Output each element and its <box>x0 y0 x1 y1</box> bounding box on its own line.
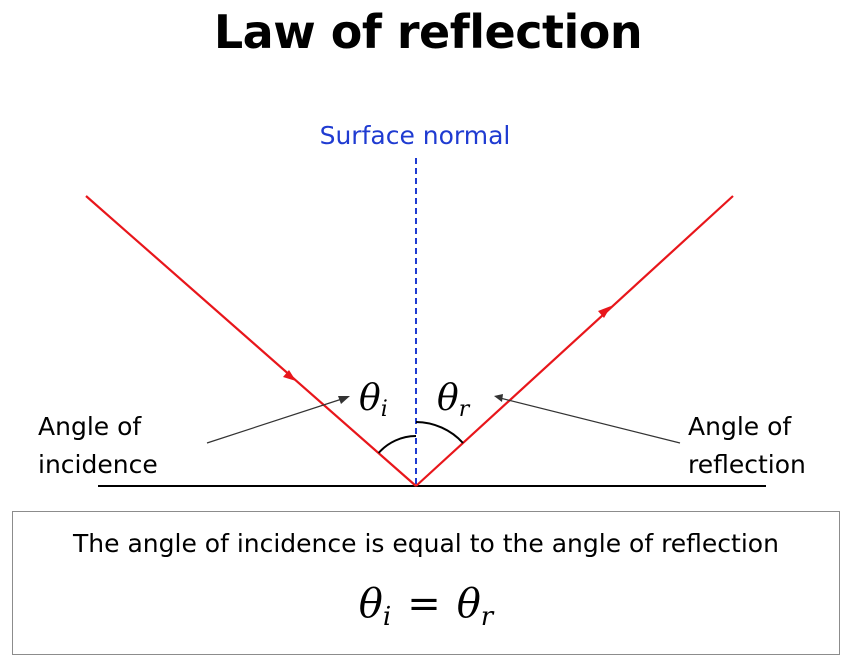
theta-r-symbol: θr <box>437 379 469 430</box>
incident-ray-arrowhead <box>283 370 296 381</box>
equation-right-symbol: θ <box>456 581 481 627</box>
theta-i-subscript: i <box>380 397 388 422</box>
equation-left-subscript: i <box>382 602 392 632</box>
theta-i-base: θ <box>359 378 381 419</box>
reflection-label-line-2: reflection <box>688 450 806 479</box>
law-statement-box: The angle of incidence is equal to the a… <box>12 511 840 655</box>
theta-i-symbol: θi <box>359 379 388 430</box>
reflected-ray-arrowhead <box>598 306 611 318</box>
equation-operator: = <box>407 581 441 627</box>
reflected-ray <box>415 195 734 487</box>
incidence-angle-arc <box>377 435 417 454</box>
incidence-label-line-2: incidence <box>38 450 158 479</box>
law-statement-text: The angle of incidence is equal to the a… <box>73 529 779 558</box>
equation-left-symbol: θ <box>358 581 383 627</box>
theta-r-base: θ <box>437 378 459 419</box>
reflection-pointer-line <box>499 397 681 444</box>
surface-normal-label: Surface normal <box>319 121 511 150</box>
page-title: Law of reflection <box>213 5 643 59</box>
reflection-angle-arc <box>415 421 464 444</box>
equation-right-subscript: r <box>480 602 494 632</box>
reflection-pointer-arrowhead <box>494 394 503 402</box>
incidence-pointer-arrowhead <box>338 396 350 404</box>
incidence-pointer-line <box>206 397 346 444</box>
angle-of-incidence-label: Angle of incidence <box>38 408 158 484</box>
law-equation: θi=θr <box>13 578 839 643</box>
theta-r-subscript: r <box>458 397 470 422</box>
angle-of-reflection-label: Angle of reflection <box>688 408 806 484</box>
incident-ray <box>85 195 417 487</box>
reflection-label-line-1: Angle of <box>688 412 792 441</box>
incidence-label-line-1: Angle of <box>38 412 142 441</box>
